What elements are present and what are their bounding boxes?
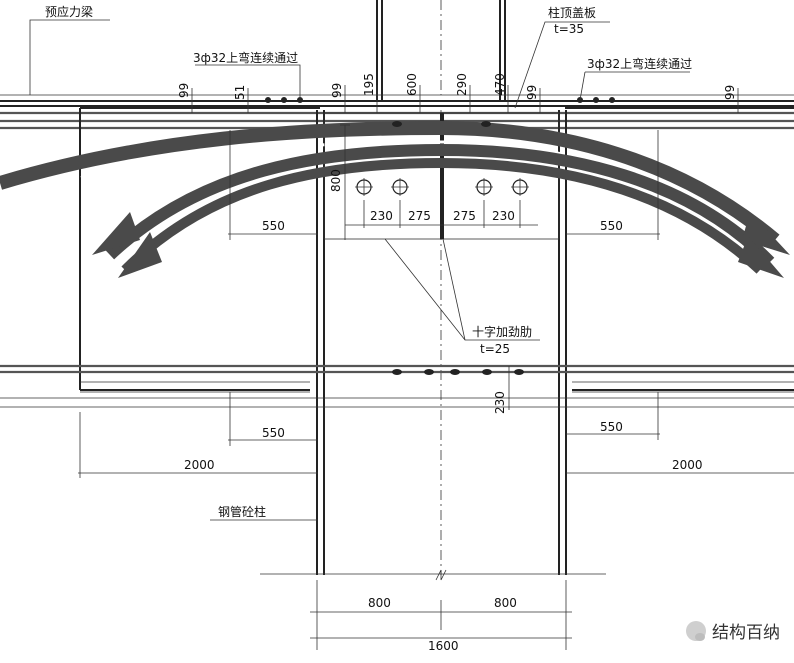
dim-600: 600 <box>405 73 419 96</box>
dim-230: 230 <box>370 209 393 223</box>
wechat-logo-icon <box>686 620 706 641</box>
dim-550-upper-left: 550 <box>262 219 285 233</box>
cap-plate-label: 柱顶盖板 <box>548 5 596 20</box>
watermark-text: 结构百纳 <box>712 623 780 643</box>
dim-195: 195 <box>362 73 376 96</box>
dim-550-lower-right: 550 <box>600 420 623 434</box>
upper-column <box>376 0 506 100</box>
leader-lines <box>29 19 690 521</box>
dim-2000-right: 2000 <box>672 458 703 472</box>
dim-550-lower-left: 550 <box>262 426 285 440</box>
top-rebar-left-label: 3ф32上弯连续通过 <box>193 50 298 65</box>
dim-800-vertical: 800 <box>329 169 343 192</box>
dim-99: 99 <box>525 85 539 100</box>
cross-stiffener-thickness: t=25 <box>480 342 510 356</box>
dim-800-bottom-right: 800 <box>494 596 517 610</box>
dim-470: 470 <box>493 73 507 96</box>
dim-99: 99 <box>177 83 191 98</box>
dim-99: 99 <box>330 83 344 98</box>
top-rebar-dots <box>265 97 615 127</box>
steel-tube-column <box>260 110 606 581</box>
cap-plate-thickness: t=35 <box>554 22 584 36</box>
beam-outline <box>79 107 794 393</box>
dim-99: 99 <box>723 85 737 100</box>
dim-1600: 1600 <box>428 639 459 653</box>
callouts: 预应力梁 3ф32上弯连续通过 3ф32上弯连续通过 柱顶盖板 t=35 十字加… <box>45 4 692 519</box>
dim-230: 230 <box>492 209 515 223</box>
top-rebar-right-label: 3ф32上弯连续通过 <box>587 56 692 71</box>
dim-290: 290 <box>455 73 469 96</box>
dim-275: 275 <box>453 209 476 223</box>
dim-800-bottom-left: 800 <box>368 596 391 610</box>
dim-51: 51 <box>233 85 247 100</box>
prestressed-beam-label: 预应力梁 <box>45 4 93 19</box>
bolt-holes <box>355 178 529 196</box>
dim-550-upper-right: 550 <box>600 219 623 233</box>
dim-2000-left: 2000 <box>184 458 215 472</box>
dim-230-vertical: 230 <box>493 391 507 414</box>
cross-stiffener-label: 十字加劲肋 <box>472 324 532 339</box>
dim-275: 275 <box>408 209 431 223</box>
bottom-beam-lines <box>0 364 794 408</box>
steel-tube-column-label: 钢管砼柱 <box>218 504 266 519</box>
watermark: 结构百纳 <box>686 618 780 643</box>
dimension-texts: 99 51 99 195 600 290 470 99 99 800 230 2… <box>177 73 737 653</box>
prestressing-tendons <box>0 120 790 278</box>
dimension-lines <box>78 85 794 650</box>
